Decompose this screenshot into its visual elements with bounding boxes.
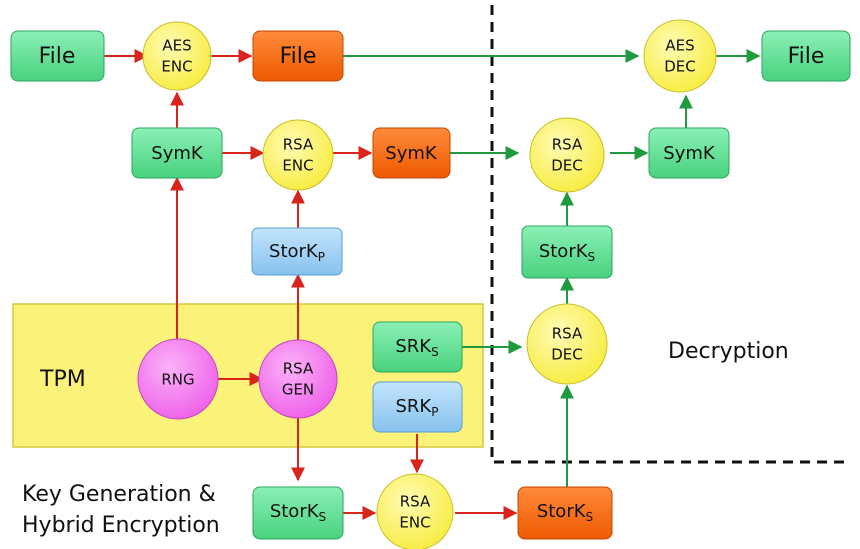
symk-left-label: SymK bbox=[151, 143, 204, 164]
stork-p-box: StorKP bbox=[251, 227, 343, 276]
rsa-dec-mid-label-line2: DEC bbox=[551, 346, 583, 364]
srk-s-box: SRKS bbox=[372, 321, 463, 373]
rsa-gen-node: RSA GEN bbox=[258, 339, 338, 419]
stork-p-label: StorKP bbox=[269, 241, 325, 264]
file-input-box: File bbox=[10, 30, 105, 82]
decryption-label: Decryption bbox=[668, 339, 789, 364]
stork-s-encrypted-base: StorK bbox=[537, 501, 587, 522]
srk-s-label: SRKS bbox=[395, 336, 438, 359]
stork-s-right-base: StorK bbox=[539, 241, 589, 262]
stork-p-subscript: P bbox=[318, 250, 325, 264]
file-output-box: File bbox=[761, 30, 851, 82]
aes-enc-label-line1: AES bbox=[162, 37, 191, 55]
srk-p-base: SRK bbox=[396, 396, 433, 417]
symk-encrypted-label: SymK bbox=[385, 143, 438, 164]
rsa-gen-label-line2: GEN bbox=[282, 381, 314, 399]
stork-s-bottom-base: StorK bbox=[270, 501, 320, 522]
rsa-dec-mid-label-line1: RSA bbox=[552, 325, 583, 343]
red-arrows bbox=[104, 49, 518, 520]
rsa-enc-bottom-node: RSA ENC bbox=[376, 473, 454, 549]
symk-right-label: SymK bbox=[663, 143, 716, 164]
srk-p-subscript: P bbox=[431, 405, 438, 419]
srk-p-box: SRKP bbox=[372, 381, 463, 433]
file-output-label: File bbox=[788, 44, 825, 69]
rsa-enc-label-line1: RSA bbox=[283, 136, 314, 154]
file-encrypted-box: File bbox=[252, 30, 344, 82]
srk-s-subscript: S bbox=[431, 345, 439, 359]
rsa-dec-top-node: RSA DEC bbox=[529, 117, 605, 193]
stork-s-encrypted-label: StorKS bbox=[537, 501, 593, 524]
stork-s-right-subscript: S bbox=[588, 250, 596, 264]
stork-s-encrypted-box: StorKS bbox=[517, 486, 613, 540]
rsa-enc-label-line2: ENC bbox=[282, 157, 313, 175]
stork-s-encrypted-subscript: S bbox=[586, 510, 594, 524]
keygen-caption-line1: Key Generation & bbox=[22, 482, 216, 507]
aes-dec-label-line2: DEC bbox=[664, 58, 696, 76]
stork-p-base: StorK bbox=[269, 241, 319, 262]
symk-left-box: SymK bbox=[131, 127, 223, 179]
symk-right-box: SymK bbox=[648, 127, 730, 179]
rsa-dec-top-label-line2: DEC bbox=[551, 157, 583, 175]
stork-s-bottom-subscript: S bbox=[319, 510, 327, 524]
srk-p-label: SRKP bbox=[396, 396, 439, 419]
tpm-label: TPM bbox=[39, 367, 86, 392]
srk-s-base: SRK bbox=[395, 336, 432, 357]
file-input-label: File bbox=[39, 44, 76, 69]
rsa-enc-bottom-label-line1: RSA bbox=[400, 493, 431, 511]
rng-node: RNG bbox=[137, 338, 219, 420]
rsa-dec-top-label-line1: RSA bbox=[552, 136, 583, 154]
green-arrows bbox=[343, 49, 761, 487]
aes-dec-label-line1: AES bbox=[665, 37, 694, 55]
aes-enc-label-line2: ENC bbox=[161, 58, 192, 76]
rng-label: RNG bbox=[161, 371, 194, 389]
rsa-enc-node: RSA ENC bbox=[262, 119, 334, 191]
rsa-dec-mid-node: RSA DEC bbox=[526, 303, 608, 385]
aes-dec-node: AES DEC bbox=[643, 19, 717, 93]
keygen-caption-line2: Hybrid Encryption bbox=[22, 513, 220, 538]
symk-encrypted-box: SymK bbox=[372, 127, 451, 179]
file-encrypted-label: File bbox=[280, 44, 317, 69]
stork-s-right-box: StorKS bbox=[521, 225, 613, 279]
stork-s-bottom-box: StorKS bbox=[252, 486, 344, 540]
rsa-gen-label-line1: RSA bbox=[283, 360, 314, 378]
stork-s-right-label: StorKS bbox=[539, 241, 595, 264]
aes-enc-node: AES ENC bbox=[142, 21, 212, 91]
stork-s-bottom-label: StorKS bbox=[270, 501, 326, 524]
rsa-enc-bottom-label-line2: ENC bbox=[399, 514, 430, 532]
